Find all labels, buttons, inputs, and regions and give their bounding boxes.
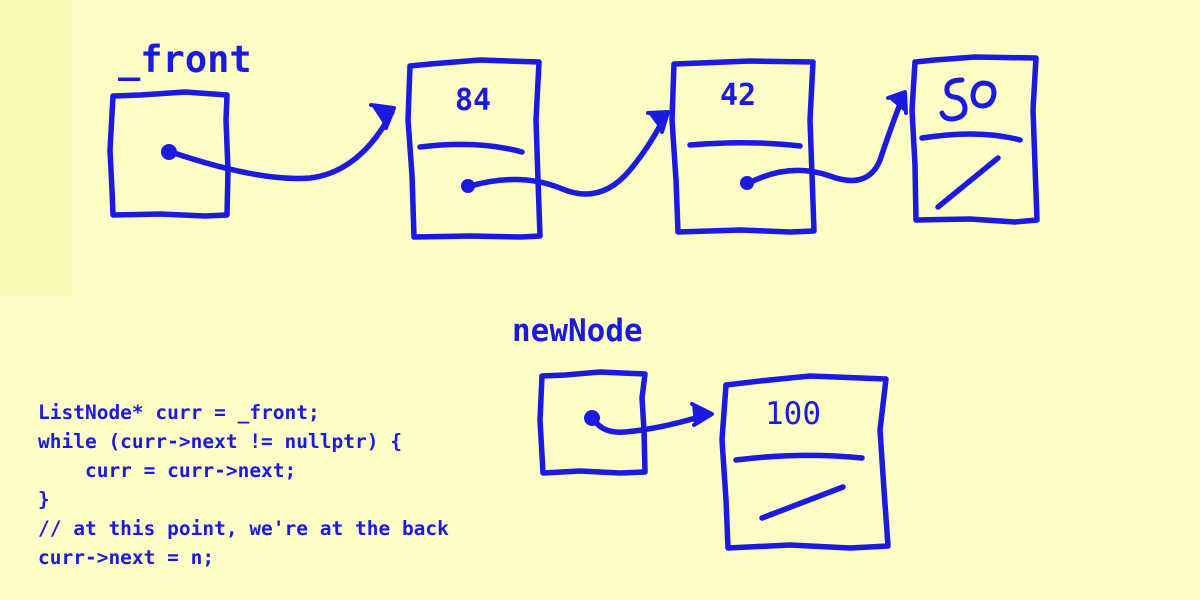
background-tint-patch xyxy=(0,0,72,297)
node-divider-50 xyxy=(919,131,1023,143)
arrow-42-to-50 xyxy=(740,90,908,190)
front-label: _front xyxy=(118,38,252,81)
handwritten-value-50 xyxy=(939,77,997,122)
node-box-84 xyxy=(405,57,543,240)
front-pointer-box xyxy=(107,89,231,219)
null-slash-50 xyxy=(935,155,1001,210)
node-box-50 xyxy=(909,54,1040,225)
newnode-label: newNode xyxy=(512,313,643,349)
node-value-42: 42 xyxy=(720,78,757,113)
null-slash-100 xyxy=(759,484,846,521)
background-upper-region xyxy=(72,0,1200,297)
node-box-100 xyxy=(719,373,891,551)
arrow-newnode-to-100 xyxy=(584,402,714,435)
newnode-pointer-box xyxy=(537,369,648,476)
node-divider-42 xyxy=(687,139,803,149)
code-block: ListNode* curr = _front; while (curr->ne… xyxy=(38,401,449,569)
node-divider-100 xyxy=(733,452,865,463)
node-value-84: 84 xyxy=(455,83,492,118)
node-divider-84 xyxy=(417,141,525,155)
node-box-42 xyxy=(669,58,817,235)
arrow-84-to-42 xyxy=(461,110,670,197)
arrow-front-to-84 xyxy=(161,103,396,182)
node-value-100: 100 xyxy=(765,396,821,432)
